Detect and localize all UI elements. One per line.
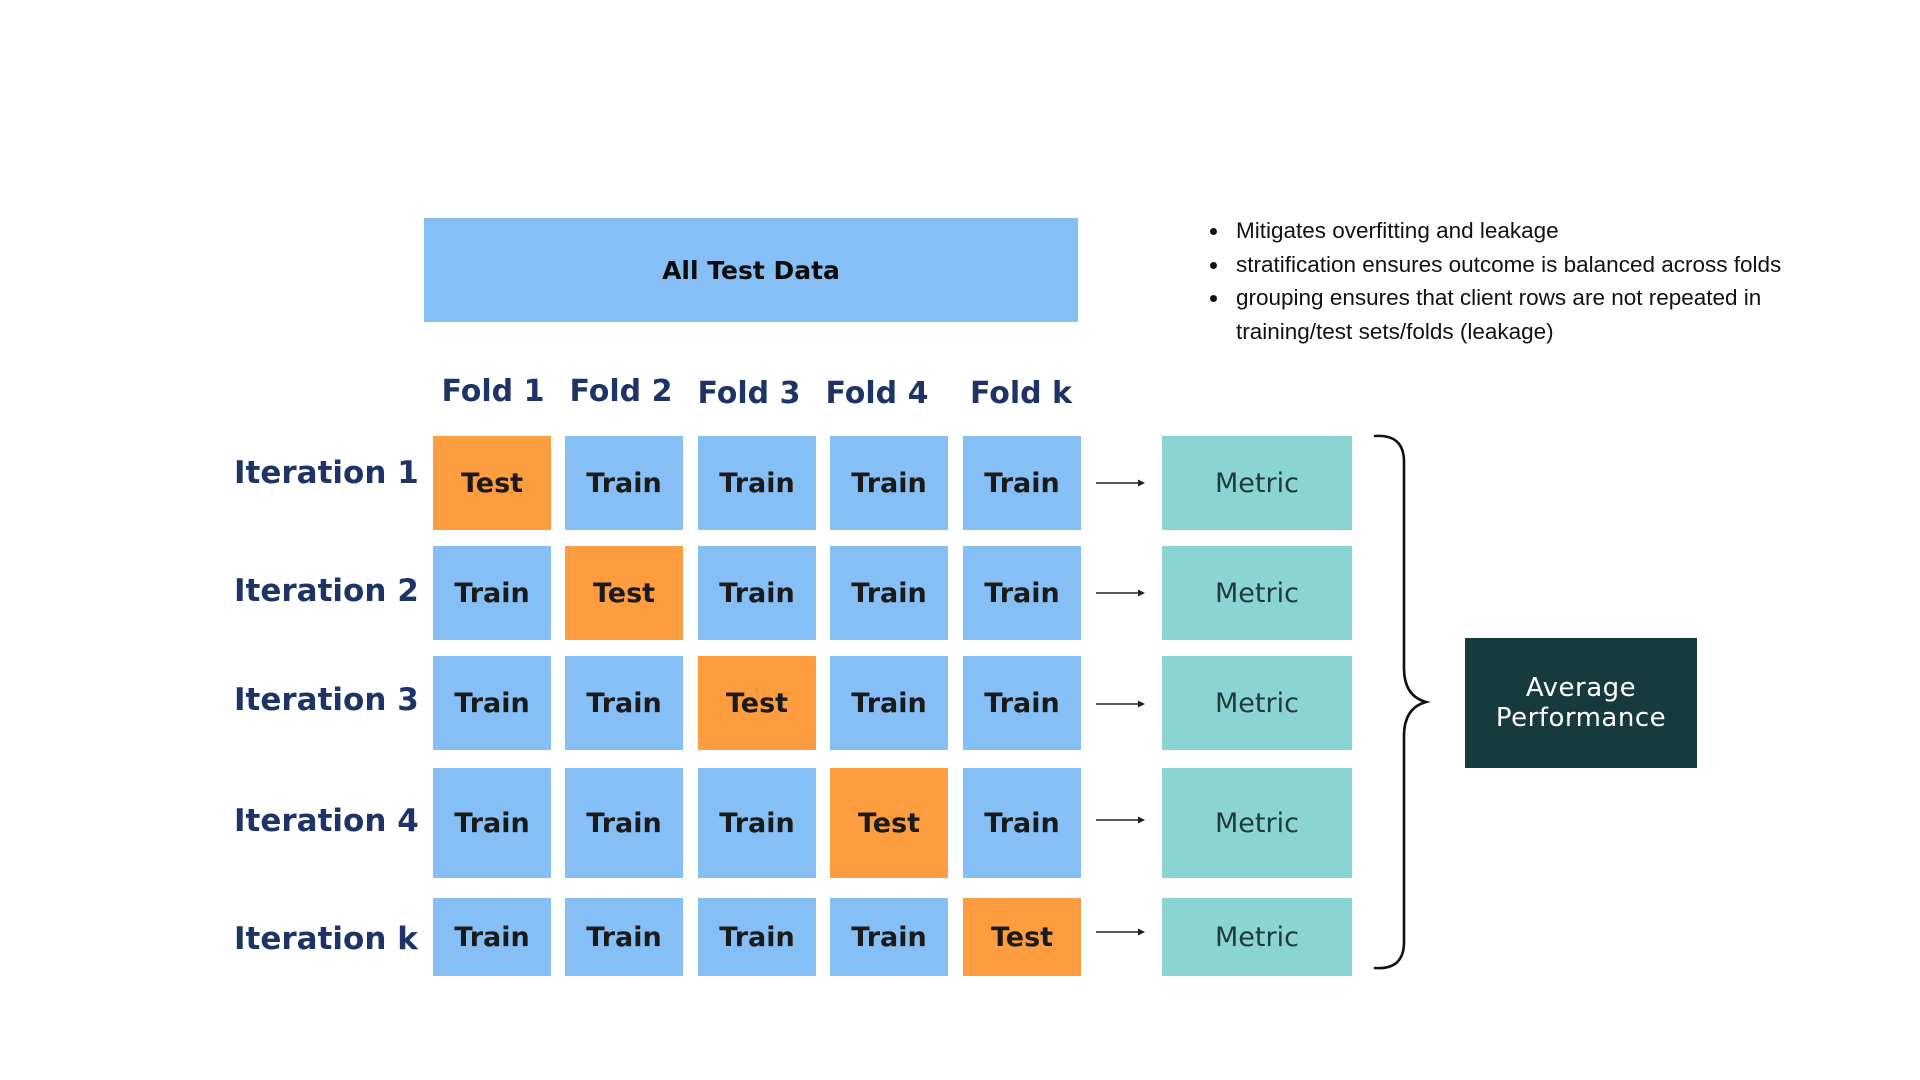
arrow-icon	[1096, 928, 1145, 936]
arrow-icon	[1096, 479, 1145, 487]
fold-cell: Train	[830, 898, 948, 976]
fold-cell: Train	[963, 768, 1081, 878]
arrow-icon	[1096, 700, 1145, 708]
fold-cell: Test	[565, 546, 683, 640]
fold-cell: Train	[433, 898, 551, 976]
note-item: stratification ensures outcome is balanc…	[1230, 248, 1870, 282]
fold-header-3: Fold 3	[697, 376, 801, 411]
fold-cell: Train	[698, 436, 816, 530]
fold-header-1: Fold 1	[441, 374, 545, 409]
iteration-label-1: Iteration 1	[234, 455, 419, 491]
fold-cell: Train	[830, 656, 948, 750]
fold-cell: Train	[698, 768, 816, 878]
notes-list: Mitigates overfitting and leakage strati…	[1208, 214, 1870, 348]
metric-box-k: Metric	[1162, 898, 1352, 976]
average-performance-box: Average Performance	[1465, 638, 1697, 768]
note-item: grouping ensures that client rows are no…	[1230, 281, 1870, 348]
metric-box-3: Metric	[1162, 656, 1352, 750]
fold-cell: Test	[698, 656, 816, 750]
arrow-icon	[1096, 589, 1145, 597]
fold-cell: Train	[433, 546, 551, 640]
average-label-line2: Performance	[1495, 703, 1667, 733]
metric-box-4: Metric	[1162, 768, 1352, 878]
iteration-label-4: Iteration 4	[234, 803, 419, 839]
fold-cell: Train	[565, 898, 683, 976]
fold-cell: Train	[698, 898, 816, 976]
fold-cell: Train	[433, 656, 551, 750]
fold-header-k: Fold k	[969, 376, 1073, 411]
metric-box-2: Metric	[1162, 546, 1352, 640]
note-item: Mitigates overfitting and leakage	[1230, 214, 1870, 248]
fold-cell: Train	[830, 436, 948, 530]
fold-cell: Test	[830, 768, 948, 878]
fold-cell: Test	[963, 898, 1081, 976]
iteration-label-k: Iteration k	[234, 921, 418, 957]
fold-cell: Train	[963, 656, 1081, 750]
fold-cell: Train	[565, 656, 683, 750]
iteration-label-3: Iteration 3	[234, 682, 419, 718]
iteration-label-2: Iteration 2	[234, 573, 419, 609]
curly-brace-icon	[1373, 434, 1431, 970]
fold-cell: Train	[698, 546, 816, 640]
metric-box-1: Metric	[1162, 436, 1352, 530]
average-label-line1: Average	[1525, 673, 1637, 703]
banner-label: All Test Data	[662, 255, 840, 285]
fold-cell: Train	[565, 436, 683, 530]
fold-cell: Train	[830, 546, 948, 640]
fold-cell: Train	[433, 768, 551, 878]
fold-cell: Test	[433, 436, 551, 530]
fold-header-4: Fold 4	[825, 376, 929, 411]
all-test-data-banner: All Test Data	[424, 218, 1078, 322]
fold-cell: Train	[565, 768, 683, 878]
arrow-icon	[1096, 816, 1145, 824]
fold-cell: Train	[963, 546, 1081, 640]
fold-header-2: Fold 2	[569, 374, 673, 409]
fold-cell: Train	[963, 436, 1081, 530]
